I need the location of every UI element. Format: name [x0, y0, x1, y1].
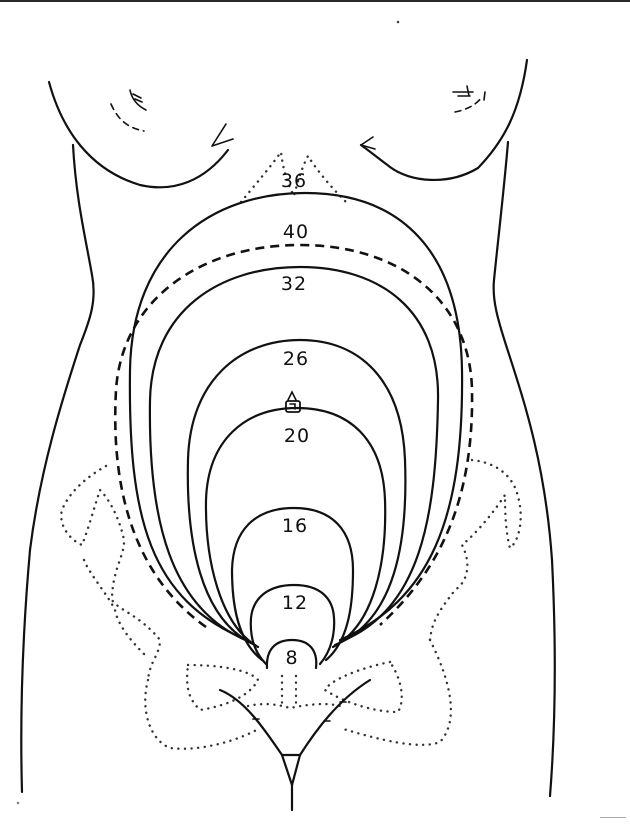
body-outline-left	[20, 143, 95, 794]
contour-week-8	[265, 638, 318, 670]
speck	[16, 801, 20, 805]
umbilicus-icon	[285, 390, 301, 413]
contour-week-16	[230, 506, 355, 662]
inguinal-folds	[218, 678, 372, 812]
label-week-36: 36	[281, 170, 307, 192]
label-week-32: 32	[281, 273, 307, 295]
contour-week-32	[148, 265, 440, 644]
label-week-20: 20	[284, 425, 310, 447]
corner-mark	[600, 817, 626, 818]
label-week-26: 26	[283, 348, 309, 370]
label-week-12: 12	[282, 592, 308, 614]
body-outline-right	[492, 140, 556, 798]
top-border-rule	[0, 0, 630, 2]
contour-week-40	[114, 243, 474, 629]
contour-week-36	[128, 191, 464, 642]
right-breast	[359, 58, 529, 181]
contour-week-12	[249, 583, 336, 666]
speck	[396, 20, 400, 24]
label-week-16: 16	[282, 515, 308, 537]
pelvis-dotted	[60, 458, 522, 750]
label-week-40: 40	[283, 221, 309, 243]
left-breast	[47, 80, 234, 189]
contour-week-20	[204, 406, 387, 649]
contour-week-26	[186, 338, 407, 647]
label-week-8: 8	[285, 647, 298, 669]
